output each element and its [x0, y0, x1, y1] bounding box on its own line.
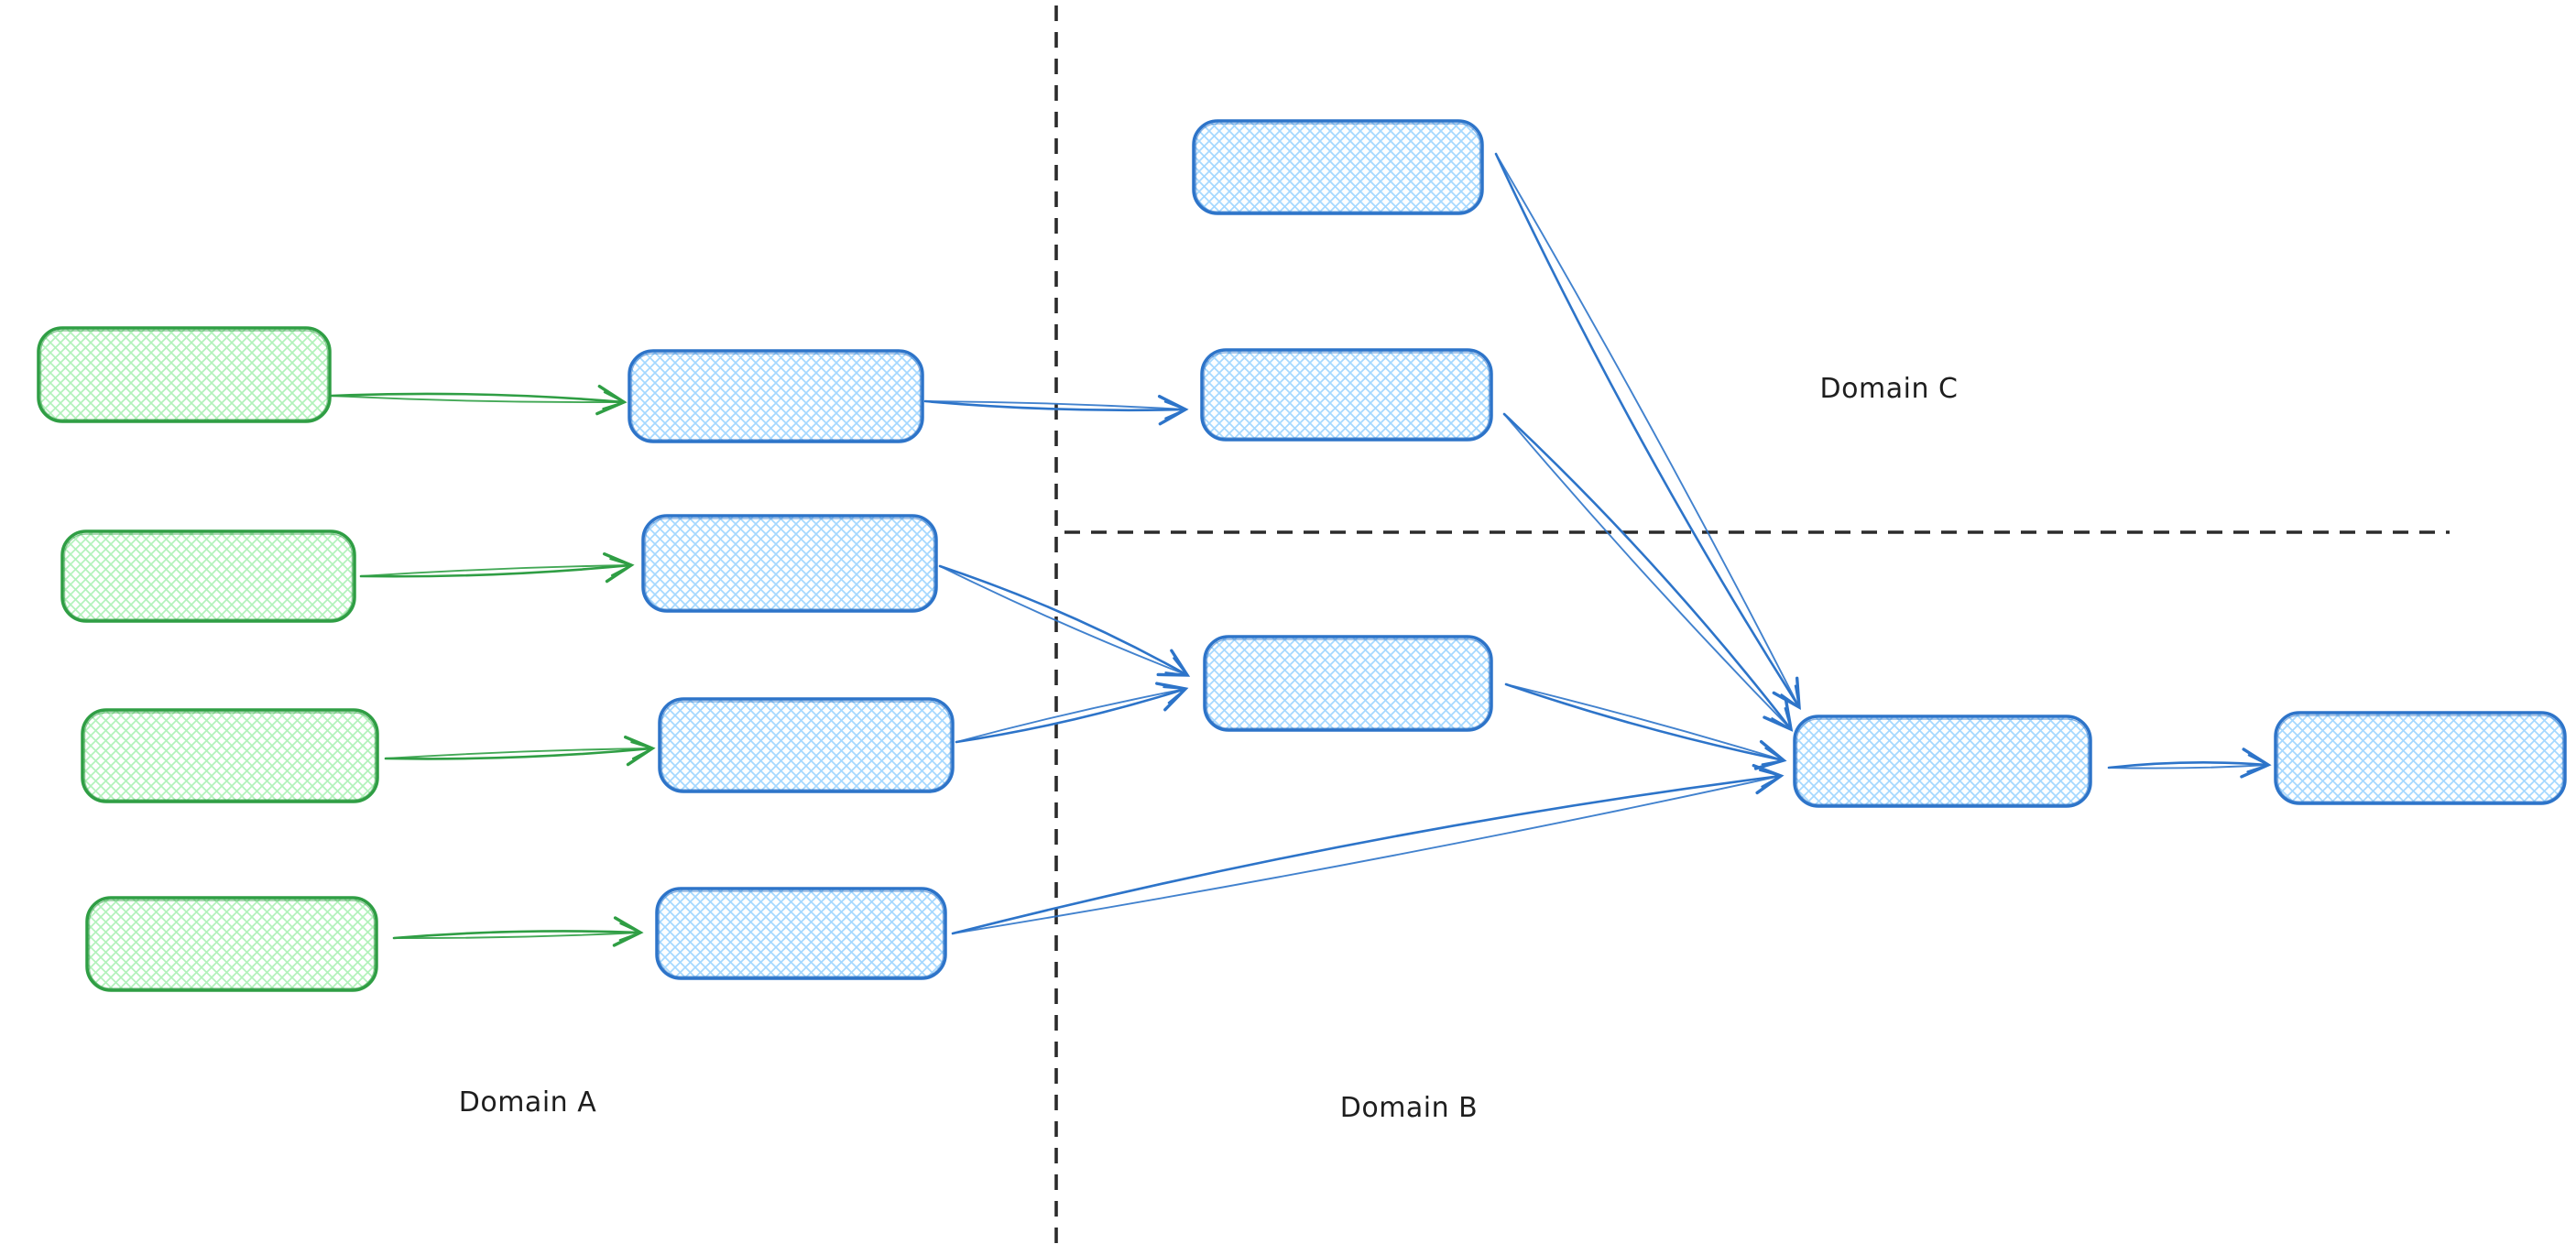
edge-shaft — [955, 682, 1189, 744]
edge-b-to-agg[interactable] — [1504, 682, 1787, 770]
edge-sketch-stroke — [924, 400, 1186, 410]
edge-a1-to-p1[interactable] — [330, 384, 628, 416]
edge-shaft — [392, 916, 644, 947]
node-domain-a-process-4[interactable] — [655, 887, 947, 980]
node-domain-a-process-3[interactable] — [658, 697, 955, 793]
edge-a4-to-p4[interactable] — [392, 916, 644, 947]
domain-c-label[interactable]: Domain C — [1820, 373, 1959, 405]
edge-sketch-stroke — [393, 932, 641, 939]
edge-shaft — [923, 394, 1189, 426]
node-sketch-outline — [660, 701, 952, 791]
edge-agg-to-out[interactable] — [2107, 748, 2272, 779]
edge-shaft — [1502, 412, 1794, 732]
domain-b-label[interactable]: Domain B — [1340, 1092, 1479, 1124]
edge-shaft — [359, 552, 635, 584]
edge-sketch-stroke — [331, 395, 625, 404]
edge-a3-to-p3[interactable] — [384, 735, 656, 767]
node-sketch-outline — [88, 900, 376, 989]
node-domain-a-input-3[interactable] — [81, 708, 379, 803]
node-sketch-outline — [1195, 123, 1481, 213]
edge-sketch-stroke — [385, 748, 653, 759]
edge-sketch-stroke — [1495, 153, 1800, 708]
node-sketch-outline — [39, 330, 329, 420]
edge-p4-to-agg[interactable] — [951, 763, 1785, 935]
edge-shaft — [1494, 152, 1801, 711]
edge-c2-to-agg[interactable] — [1502, 412, 1794, 732]
node-domain-a-process-2[interactable] — [641, 514, 938, 613]
edge-sketch-stroke — [955, 688, 1186, 743]
node-sketch-outline — [1206, 638, 1490, 729]
node-sketch-outline — [63, 533, 354, 620]
node-domain-a-process-1[interactable] — [628, 349, 924, 443]
edge-shaft — [951, 763, 1785, 935]
edge-shaft — [938, 564, 1191, 677]
node-sketch-outline — [2276, 715, 2564, 802]
edge-c1-to-agg[interactable] — [1494, 152, 1801, 711]
edge-shaft — [330, 384, 628, 416]
node-domain-c-node-1[interactable] — [1192, 119, 1484, 215]
node-sketch-outline — [644, 518, 935, 610]
edge-p2-to-b[interactable] — [938, 564, 1191, 677]
node-sketch-outline — [1203, 352, 1490, 439]
node-sketch-outline — [1796, 718, 2090, 805]
node-aggregator-node[interactable] — [1793, 715, 2092, 808]
edge-shaft — [2107, 748, 2272, 779]
node-output-node[interactable] — [2274, 711, 2567, 805]
edge-p1-to-c2[interactable] — [923, 394, 1189, 426]
node-sketch-outline — [630, 353, 922, 441]
edge-p3-to-b[interactable] — [955, 682, 1189, 744]
edge-sketch-stroke — [360, 564, 632, 577]
node-sketch-outline — [658, 890, 944, 977]
edge-a2-to-p2[interactable] — [359, 552, 635, 584]
edge-sketch-stroke — [1503, 413, 1792, 730]
node-domain-a-input-4[interactable] — [85, 896, 378, 992]
domain-a-label[interactable]: Domain A — [459, 1086, 596, 1119]
edge-shaft — [384, 735, 656, 767]
edge-sketch-stroke — [952, 775, 1782, 934]
node-domain-a-input-2[interactable] — [60, 529, 356, 623]
node-domain-a-input-1[interactable] — [37, 326, 332, 423]
node-domain-c-node-2[interactable] — [1200, 348, 1493, 442]
edge-sketch-stroke — [939, 565, 1188, 676]
node-sketch-outline — [83, 712, 377, 801]
edge-shaft — [1504, 682, 1787, 770]
edge-sketch-stroke — [1505, 683, 1785, 761]
node-domain-b-node[interactable] — [1203, 635, 1493, 732]
